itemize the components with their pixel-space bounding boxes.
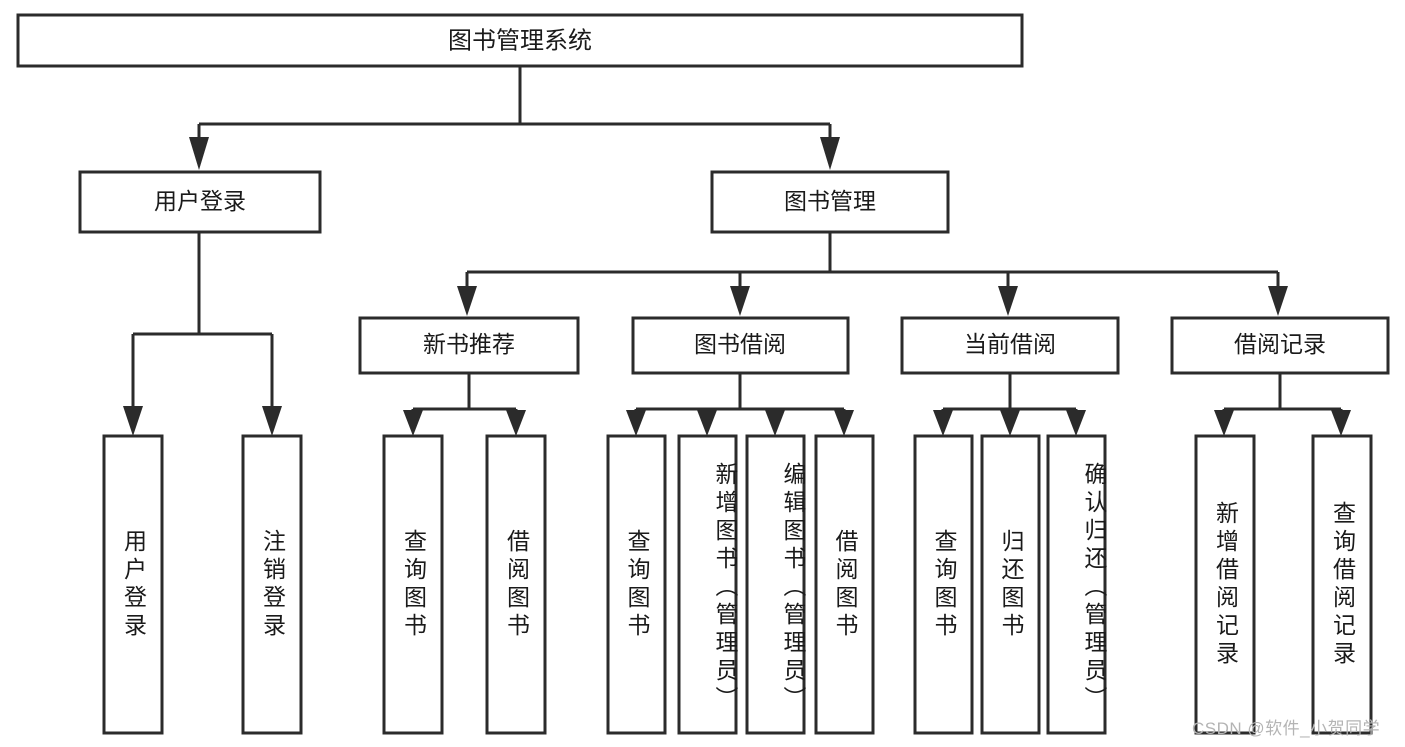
node-book-borrow[interactable]: 图书借阅: [631, 316, 850, 375]
arrow-head-leaf-query-record: [1331, 410, 1351, 436]
arrow-head-leaf-add-record: [1214, 410, 1234, 436]
leaf-box-edit-book[interactable]: [745, 434, 806, 735]
connector-book-manage-to-level3: [457, 232, 1288, 316]
node-borrow-record[interactable]: 借阅记录: [1170, 316, 1390, 375]
node-user-login[interactable]: 用户登录: [78, 170, 322, 234]
arrow-head-new-book-recommend: [457, 286, 477, 316]
node-new-book-recommend-box[interactable]: [358, 316, 580, 375]
leaf-box-query-book-2[interactable]: [606, 434, 667, 735]
node-root-label: 图书管理系统: [448, 27, 592, 54]
leaf-box-confirm-return[interactable]: [1046, 434, 1107, 735]
leaf-box-logout-login[interactable]: [241, 434, 303, 735]
node-current-borrow[interactable]: 当前借阅: [900, 316, 1120, 375]
node-book-manage[interactable]: 图书管理: [710, 170, 950, 234]
leaf-box-return-book[interactable]: [980, 434, 1041, 735]
leaf-box-borrow-book-1[interactable]: [485, 434, 547, 735]
arrow-head-leaf-edit-book: [765, 410, 785, 436]
node-user-login-box[interactable]: [78, 170, 322, 234]
arrow-head-leaf-confirm-return: [1066, 410, 1086, 436]
arrow-head-book-manage: [820, 137, 840, 170]
arrow-head-leaf-borrow-book-2: [834, 410, 854, 436]
arrow-head-leaf-logout-login: [262, 406, 282, 436]
node-borrow-record-label: 借阅记录: [1234, 331, 1326, 357]
node-current-borrow-label: 当前借阅: [964, 331, 1056, 357]
connector-current-borrow-to-leaves: [933, 373, 1086, 436]
arrow-head-leaf-borrow-book-1: [506, 410, 526, 436]
arrow-head-leaf-return-book: [1000, 410, 1020, 436]
arrow-head-leaf-query-book-3: [933, 410, 953, 436]
connector-borrow-record-to-leaves: [1214, 373, 1351, 436]
leaf-box-query-book-1[interactable]: [382, 434, 444, 735]
arrow-head-leaf-query-book-2: [626, 410, 646, 436]
arrow-head-leaf-user-login: [123, 406, 143, 436]
node-book-manage-box[interactable]: [710, 170, 950, 234]
leaf-box-add-record[interactable]: [1194, 434, 1256, 735]
connector-user-login-to-leaves: [123, 232, 282, 436]
connector-new-book-to-leaves: [403, 373, 526, 436]
node-book-manage-label: 图书管理: [784, 188, 876, 214]
node-user-login-label: 用户登录: [154, 188, 246, 214]
node-root[interactable]: 图书管理系统: [16, 13, 1024, 68]
connector-root-to-level2: [189, 66, 840, 170]
node-root-box[interactable]: [16, 13, 1024, 68]
leaf-box-user-login[interactable]: [102, 434, 164, 735]
node-book-borrow-box[interactable]: [631, 316, 850, 375]
node-new-book-recommend[interactable]: 新书推荐: [358, 316, 580, 375]
node-current-borrow-box[interactable]: [900, 316, 1120, 375]
node-borrow-record-box[interactable]: [1170, 316, 1390, 375]
connector-book-borrow-to-leaves: [626, 373, 854, 436]
node-book-borrow-label: 图书借阅: [694, 331, 786, 357]
leaf-box-borrow-book-2[interactable]: [814, 434, 875, 735]
arrow-head-current-borrow: [998, 286, 1018, 316]
arrow-head-borrow-record: [1268, 286, 1288, 316]
arrow-head-leaf-query-book-1: [403, 410, 423, 436]
arrow-head-book-borrow: [730, 286, 750, 316]
arrow-head-user-login: [189, 137, 209, 170]
node-new-book-recommend-label: 新书推荐: [423, 331, 515, 357]
arrow-head-leaf-add-book: [697, 410, 717, 436]
leaf-box-query-record[interactable]: [1311, 434, 1373, 735]
leaf-box-query-book-3[interactable]: [913, 434, 974, 735]
leaf-box-add-book[interactable]: [677, 434, 738, 735]
